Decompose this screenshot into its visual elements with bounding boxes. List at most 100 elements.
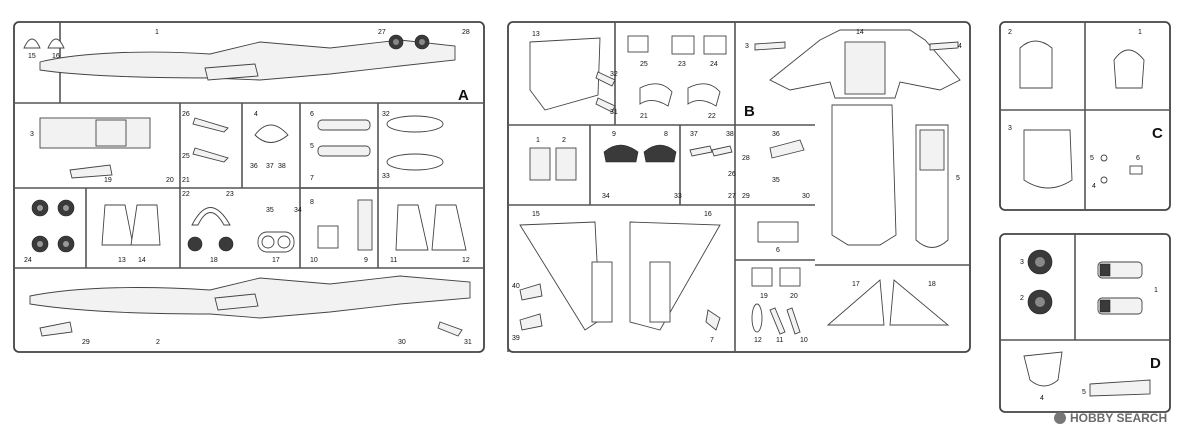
part-b-fuselage [831, 104, 897, 246]
part-c2 [1019, 40, 1053, 89]
part-b11 [769, 307, 786, 335]
part-c1 [1113, 49, 1145, 89]
label-b37: 37 [690, 131, 698, 138]
label-b24: 24 [710, 61, 718, 68]
part-b40 [519, 283, 543, 301]
part-a12 [431, 204, 467, 251]
label-b26: 26 [728, 171, 736, 178]
part-a32 [386, 115, 444, 133]
label-a4: 4 [254, 111, 258, 118]
part-b6 [757, 221, 799, 243]
label-a36: 36 [250, 163, 258, 170]
part-b24 [703, 35, 727, 55]
part-a8 [317, 225, 339, 249]
label-b3: 3 [745, 43, 749, 50]
label-b36: 36 [772, 131, 780, 138]
part-d4 [1023, 351, 1063, 387]
part-a26 [192, 117, 229, 133]
label-a2: 2 [156, 339, 160, 346]
label-b23: 23 [678, 61, 686, 68]
wheel-a18a [187, 236, 203, 252]
label-b5: 5 [956, 175, 960, 182]
part-a13 [101, 204, 134, 246]
label-a14: 14 [138, 257, 146, 264]
label-a11: 11 [390, 257, 397, 264]
label-b32: 32 [610, 71, 618, 78]
part-c4 [1100, 176, 1108, 184]
part-a16 [47, 38, 65, 49]
part-a5 [317, 145, 371, 157]
label-a24: 24 [24, 257, 32, 264]
label-a30: 30 [398, 339, 406, 346]
part-c5 [1100, 154, 1108, 162]
label-a34: 34 [294, 207, 302, 214]
label-b31: 31 [610, 109, 618, 116]
label-a17: 17 [272, 257, 280, 264]
label-a8: 8 [310, 199, 314, 206]
label-c4: 4 [1092, 183, 1096, 190]
part-c3 [1023, 129, 1073, 189]
label-a26: 26 [182, 111, 190, 118]
sprue-a-letter: A [458, 87, 469, 104]
label-b15: 15 [532, 211, 540, 218]
part-a19 [69, 164, 113, 179]
label-a23: 23 [226, 191, 234, 198]
label-a9: 9 [364, 257, 368, 264]
label-a13: 13 [118, 257, 126, 264]
part-b4 [929, 41, 959, 51]
sprue-b: 13 32 31 25 23 24 21 22 14 3 4 1 2 9 8 3… [507, 21, 971, 353]
hobby-search-watermark: HOBBY SEARCH [1054, 411, 1167, 425]
label-a1: 1 [155, 29, 159, 36]
label-a16: 16 [52, 53, 60, 60]
part-b23 [671, 35, 695, 55]
part-a29 [39, 321, 73, 337]
part-b36 [769, 139, 805, 159]
label-a38: 38 [278, 163, 286, 170]
label-b13: 13 [532, 31, 540, 38]
label-b38: 38 [726, 131, 734, 138]
label-a5: 5 [310, 143, 314, 150]
sprue-c: 2 1 3 5 6 4 C [999, 21, 1171, 211]
part-b8 [643, 144, 677, 163]
label-a33: 33 [382, 173, 390, 180]
sprue-b-letter: B [744, 103, 755, 120]
label-b22: 22 [708, 113, 716, 120]
part-a3 [39, 117, 151, 149]
part-b20 [779, 267, 801, 287]
part-b16 [629, 221, 721, 331]
label-d2: 2 [1020, 295, 1024, 302]
label-d3: 3 [1020, 259, 1024, 266]
label-a18: 18 [210, 257, 218, 264]
label-d1: 1 [1154, 287, 1158, 294]
label-c3: 3 [1008, 125, 1012, 132]
label-b1: 1 [536, 137, 540, 144]
part-a4 [254, 124, 289, 143]
label-b21: 21 [640, 113, 648, 120]
label-b39: 39 [512, 335, 520, 342]
part-a9 [357, 199, 373, 251]
label-a25: 25 [182, 153, 190, 160]
label-a35: 35 [266, 207, 274, 214]
label-b30: 30 [802, 193, 810, 200]
label-a10: 10 [310, 257, 318, 264]
part-a31 [437, 321, 463, 337]
part-b37 [689, 145, 713, 157]
label-c2: 2 [1008, 29, 1012, 36]
part-a6 [317, 119, 371, 131]
part-b39 [519, 313, 543, 331]
label-a20: 20 [166, 177, 174, 184]
label-a21: 21 [182, 177, 190, 184]
label-a27: 27 [378, 29, 386, 36]
label-b18: 18 [928, 281, 936, 288]
label-c5: 5 [1090, 155, 1094, 162]
label-a22: 22 [182, 191, 190, 198]
label-b12: 12 [754, 337, 762, 344]
part-b32 [595, 71, 616, 87]
label-c6: 6 [1136, 155, 1140, 162]
label-a31: 31 [464, 339, 472, 346]
label-b29: 29 [742, 193, 750, 200]
part-b17 [826, 279, 885, 326]
part-b15 [519, 221, 601, 331]
part-b3 [754, 41, 786, 51]
label-a32: 32 [382, 111, 390, 118]
